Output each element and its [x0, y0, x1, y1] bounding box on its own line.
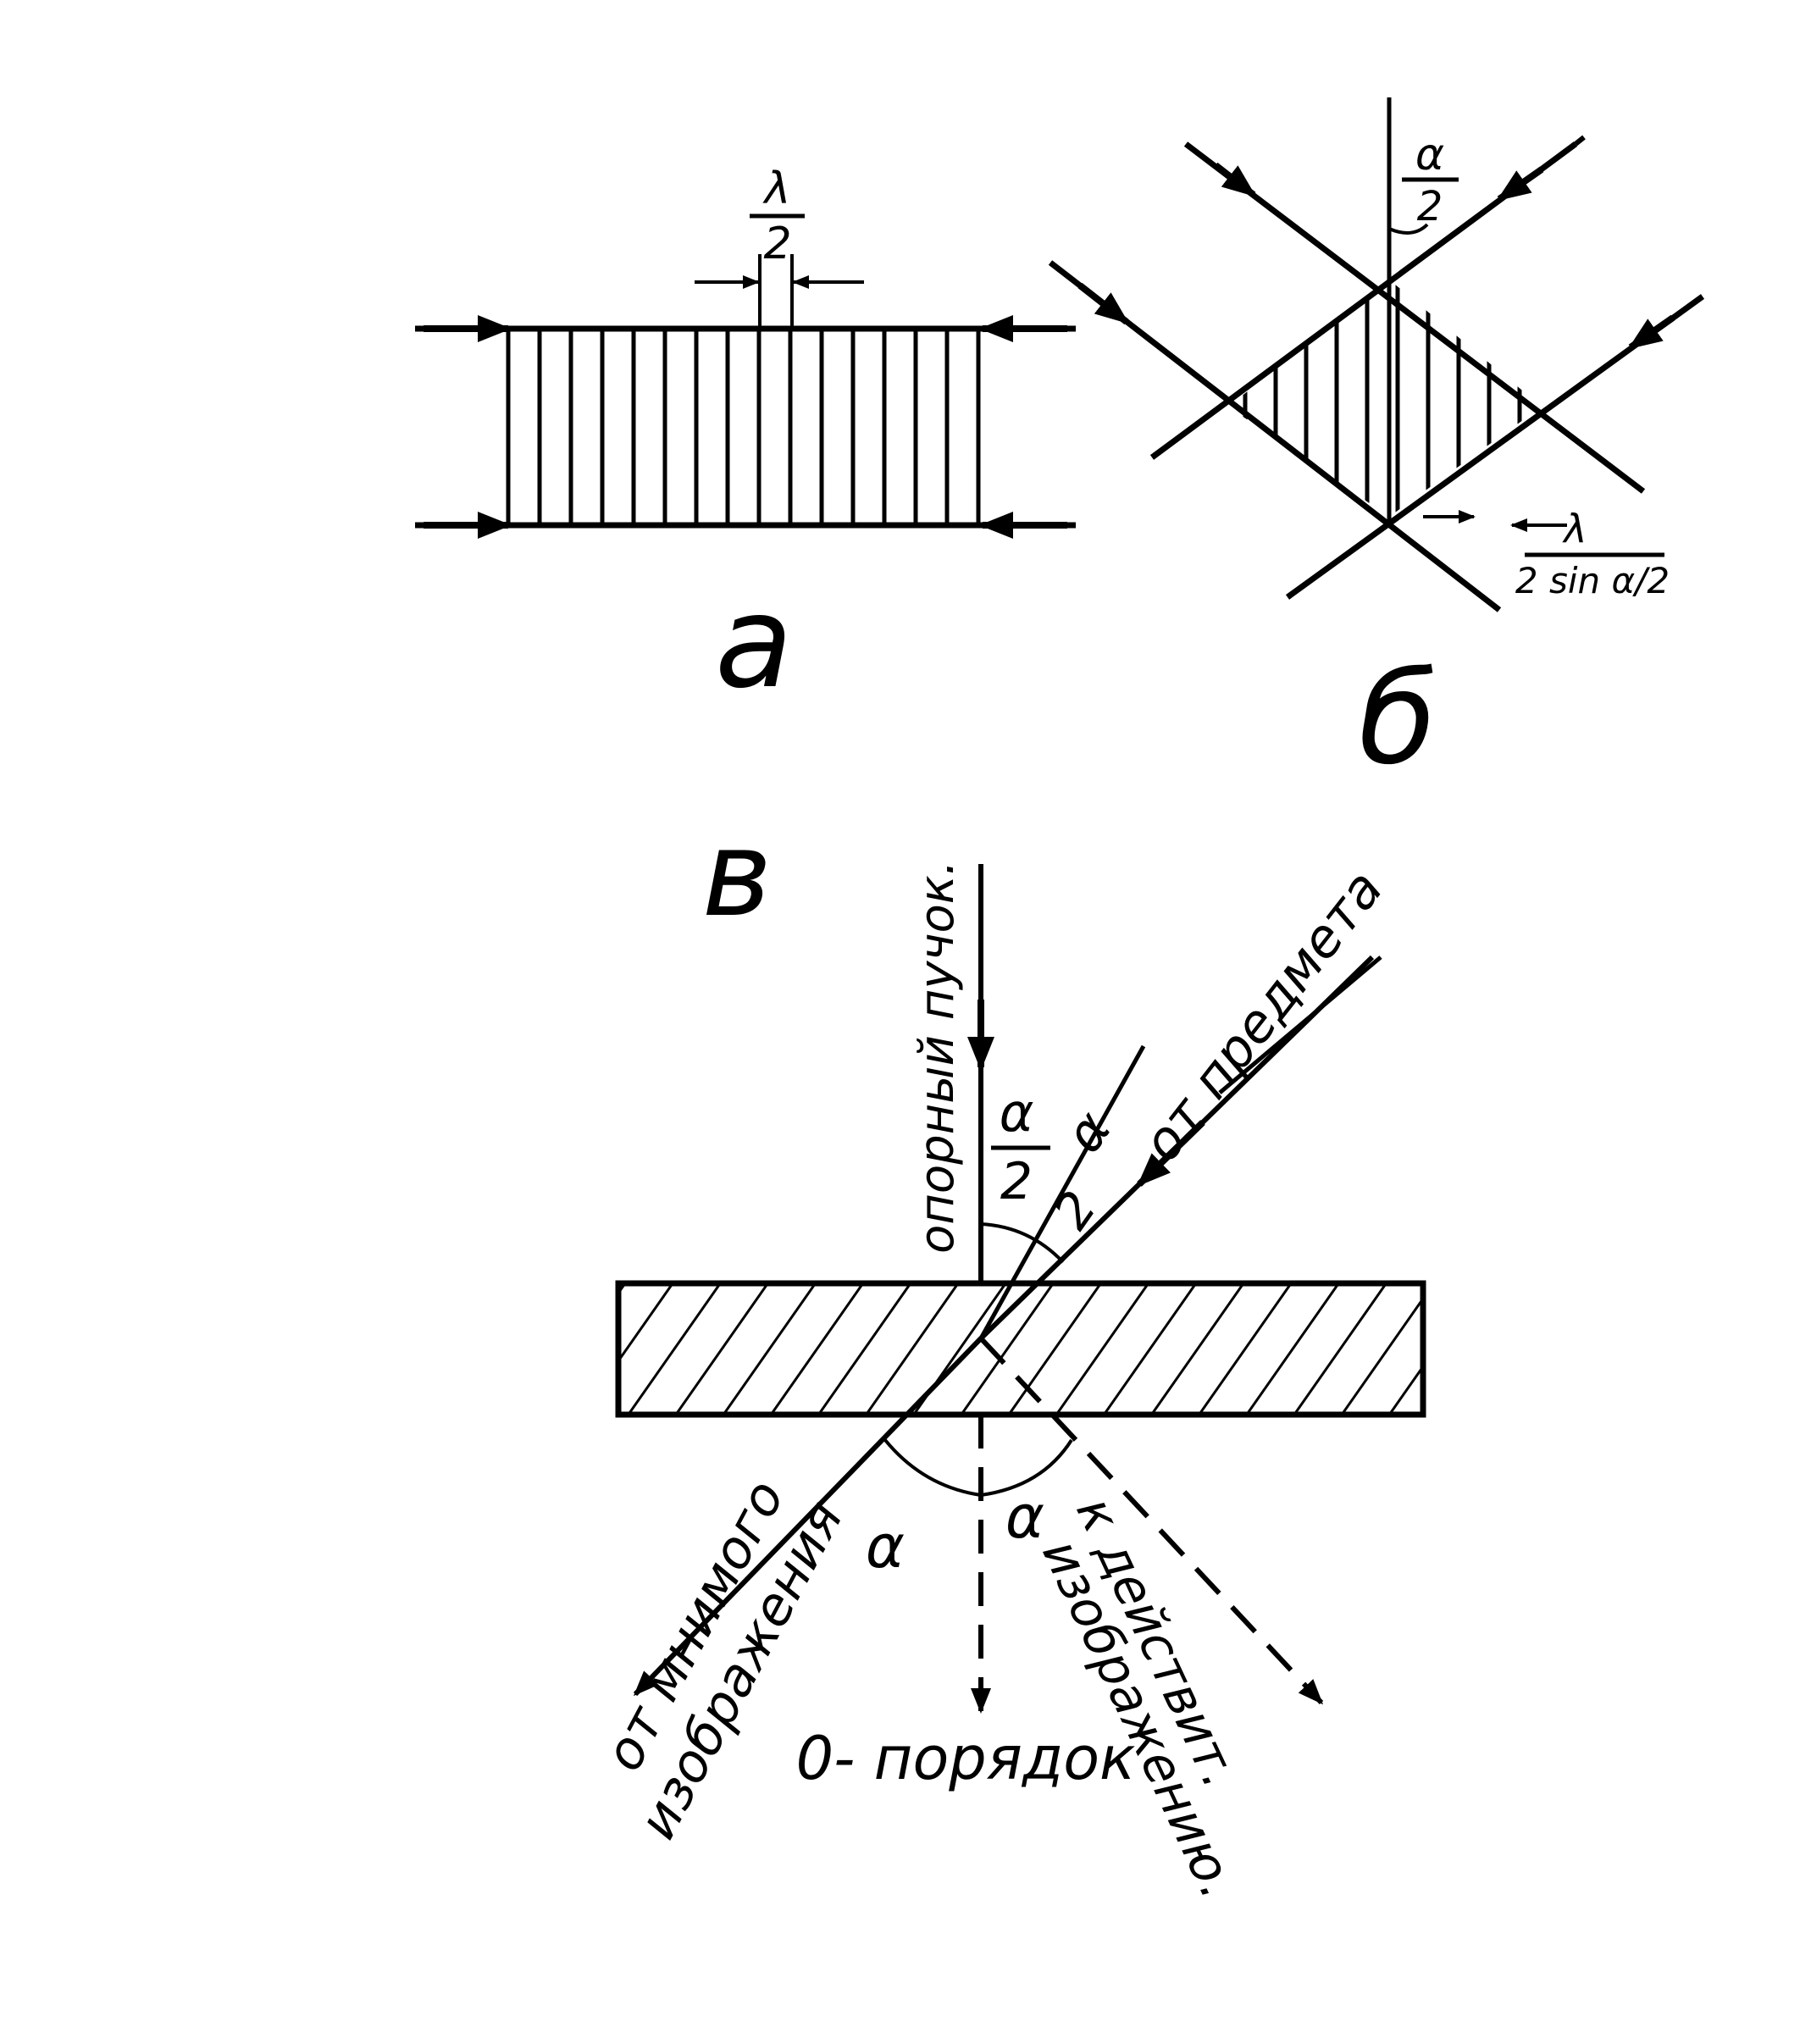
panel-b-spacing-numerator: λ — [1561, 506, 1587, 551]
angle-half-2-numerator: α — [1052, 1100, 1122, 1163]
reference-beam-label: опорный пучок. — [910, 861, 965, 1254]
panel-b-spacing-denominator: 2 sin α/2 — [1515, 560, 1670, 601]
panel-b-angle-arc — [1388, 223, 1429, 235]
alpha-left: α — [866, 1512, 905, 1581]
panel-b-label: б — [1359, 645, 1437, 793]
panel-b-angle-denominator: 2 — [1417, 183, 1443, 230]
real-image-beam — [978, 1336, 1324, 1705]
panel-v: в опорный пучок. от предмета α 2 α 2 α α… — [592, 806, 1426, 1908]
panel-a-label: a — [715, 569, 793, 717]
panel-b-arrow-4 — [1627, 314, 1675, 351]
angle-arc-reference — [980, 1222, 1065, 1264]
object-beam-underline — [1218, 956, 1382, 1094]
panel-v-label: в — [702, 806, 773, 944]
panel-b-angle-numerator: α — [1415, 130, 1444, 180]
panel-a: λ 2 a — [415, 163, 1076, 717]
panel-b-arrow-3 — [1496, 166, 1544, 202]
angle-half-1-denominator: 2 — [1000, 1152, 1033, 1211]
object-beam-line — [978, 1044, 1146, 1340]
panel-b-beam-4-dash — [1574, 135, 1586, 147]
object-beam-label: от предмета — [1130, 858, 1394, 1172]
angle-half-2-denominator: 2 — [1043, 1181, 1108, 1239]
virtual-image-beam — [633, 1336, 983, 1697]
panel-b-arrow-2 — [1077, 282, 1130, 325]
panel-b-beam-1 — [1183, 141, 1646, 494]
angle-arc-right — [980, 1438, 1073, 1497]
panel-a-spacing-denominator: 2 — [763, 219, 791, 269]
object-beam-arrow — [1137, 1120, 1205, 1187]
alpha-right: α — [1005, 1482, 1044, 1552]
panel-b-arrow-1 — [1213, 162, 1257, 198]
zero-order-label: 0- порядок — [796, 1724, 1136, 1793]
panel-a-spacing-numerator: λ — [762, 163, 791, 214]
panel-a-fringes — [506, 329, 981, 525]
angle-half-1-numerator: α — [1000, 1082, 1034, 1144]
panel-b-fringes — [1243, 280, 1522, 517]
panel-b: α 2 λ 2 sin α/2 б — [1048, 97, 1705, 793]
angle-arc-left — [883, 1438, 982, 1497]
hologram-plate — [615, 1280, 1426, 1418]
